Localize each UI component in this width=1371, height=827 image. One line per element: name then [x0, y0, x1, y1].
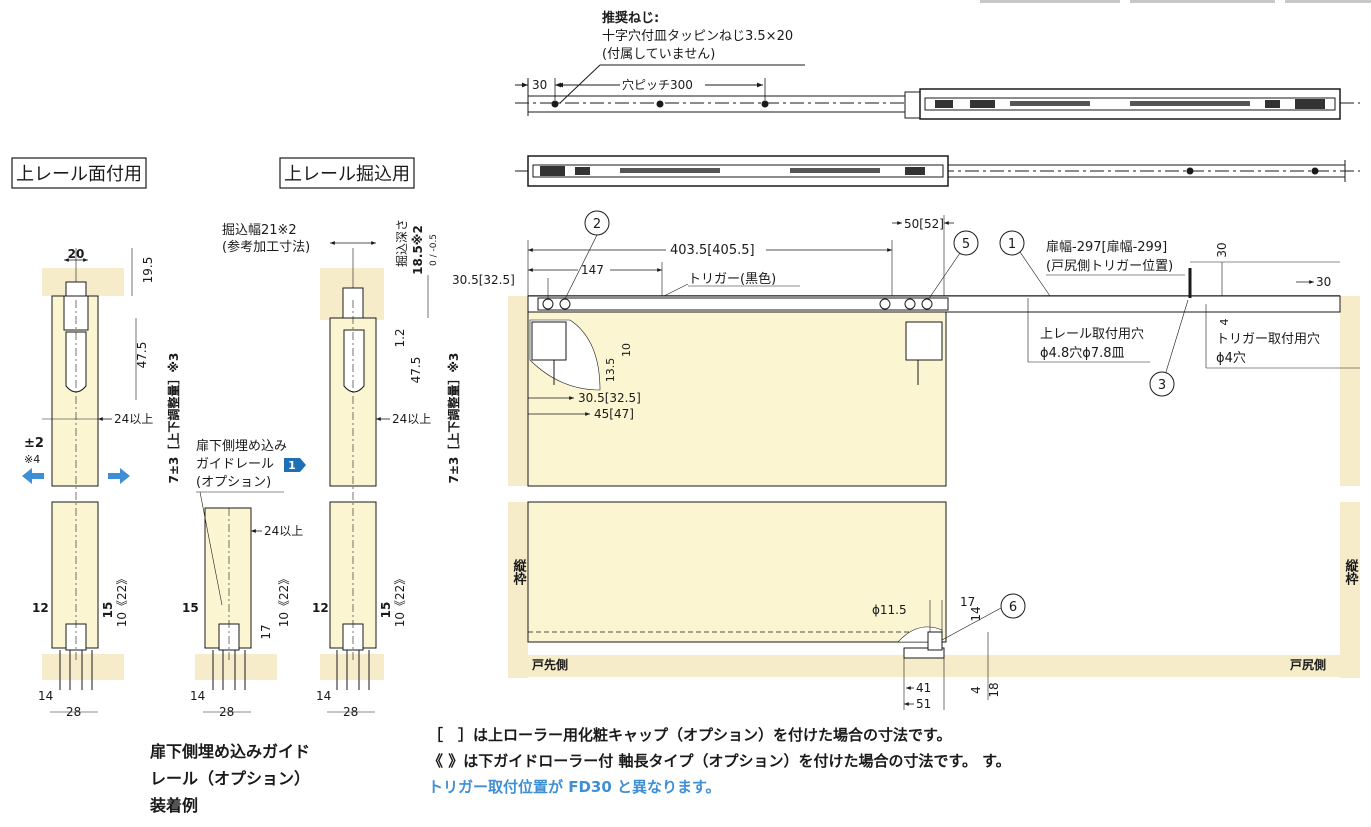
- dim-mid-b14: 14: [190, 689, 205, 703]
- dim-left-h47-5: 47.5: [135, 342, 149, 369]
- dim-4-bottom: 4: [969, 686, 983, 694]
- top-tab-strip: [980, 0, 1371, 3]
- dim-hole-pitch: 穴ピッチ300: [622, 77, 693, 92]
- dim-left-h19-5: 19.5: [141, 257, 155, 284]
- dim-147: 147: [581, 263, 604, 277]
- arrow-left-icon: [22, 468, 44, 484]
- dim-4: 4: [1218, 319, 1231, 326]
- dim-14-bottom: 14: [969, 606, 983, 621]
- section-titles: 上レール面付用 上レール掘込用: [11, 157, 415, 189]
- section-surface: 20 19.5 47.5 24以上 7±3［上下調整量］※3 ±2 ※4 12 …: [22, 247, 181, 719]
- trigger-label: トリガー(黒色): [688, 271, 776, 287]
- recess-width-1: 掘込幅21※2: [222, 223, 297, 238]
- dim-mid-w15: 15: [182, 601, 199, 615]
- dim-right-b14: 14: [316, 689, 331, 703]
- dim-right-h15: 15: [379, 602, 393, 619]
- title-surface-mount: 上レール面付用: [16, 164, 142, 185]
- guide-rail-caption: 扉下側埋め込みガイドレール（オプション）装着例: [150, 742, 311, 815]
- note-bracket: ［ ］は上ローラー用化粧キャップ（オプション）を付けた場合の寸法です。: [428, 726, 952, 744]
- dim-30-5: 30.5[32.5]: [452, 273, 515, 287]
- callout-3: 3: [1158, 378, 1166, 393]
- callout-2: 2: [593, 217, 601, 232]
- dim-phi11-5: ϕ11.5: [872, 603, 907, 617]
- dim-right-h1-2: 1.2: [393, 328, 407, 347]
- dim-30-5b: 30.5[32.5]: [578, 391, 641, 405]
- arrow-right-icon: [108, 468, 130, 484]
- guide-label-3: (オプション): [196, 475, 271, 490]
- dim-51: 51: [916, 697, 931, 711]
- dim-17: 17: [960, 595, 975, 609]
- frame-right-label: 縦枠: [1343, 558, 1359, 586]
- dim-right-adjust: 7±3［上下調整量］※3: [446, 353, 461, 484]
- section-guide: 扉下側埋め込み ガイドレール 1 (オプション) 24以上 15 17 10《2…: [182, 438, 306, 719]
- dim-13-5: 13.5: [604, 358, 617, 383]
- rail-plan-top: 30 穴ピッチ300: [515, 77, 1360, 120]
- screw-note-line1: 推奨ねじ:: [602, 10, 659, 26]
- guide-badge-label: 1: [288, 459, 296, 472]
- screw-note-line2: 十字穴付皿タッピンねじ3.5×20: [602, 29, 793, 44]
- dim-left-h10: 10《22》: [115, 573, 129, 628]
- dim-30-top: 30: [532, 78, 547, 92]
- dim-mid-24: 24以上: [264, 524, 303, 538]
- recess-depth-2: 18.5※2: [411, 225, 425, 275]
- callout-6: 6: [1009, 600, 1017, 615]
- dim-10: 10: [620, 343, 633, 357]
- dim-mid-h10: 10《22》: [277, 573, 291, 628]
- dim-right-w12: 12: [312, 601, 329, 615]
- dim-41: 41: [916, 681, 931, 695]
- dim-left-note4: ※4: [24, 453, 40, 466]
- door-tip-side: 戸先側: [532, 657, 568, 672]
- trigger-hole-2: ϕ4穴: [1216, 351, 1246, 366]
- guide-label-2: ガイドレール: [196, 457, 274, 472]
- dim-left-adjust: 7±3［上下調整量］※3: [166, 353, 181, 484]
- door-width-2: (戸尻側トリガー位置): [1046, 259, 1173, 274]
- guide-label-1: 扉下側埋め込み: [196, 438, 287, 454]
- dim-left-b14: 14: [38, 689, 53, 703]
- screw-note-line3: (付属していません): [602, 47, 715, 62]
- door-width-1: 扉幅-297[扉幅-299]: [1046, 239, 1167, 255]
- frame-left-label: 縦枠: [511, 558, 527, 586]
- dim-50: 50[52]: [904, 217, 944, 231]
- dim-right-h47-5: 47.5: [409, 357, 423, 384]
- recess-depth-1: 掘込深さ: [394, 219, 409, 267]
- rail-plan-bottom: [515, 155, 1360, 187]
- dim-left-24: 24以上: [114, 412, 153, 426]
- front-elevation: 403.5[405.5] 147 30.5[32.5] トリガー(黒色) 50[…: [452, 210, 1360, 711]
- recess-depth-tol: 0 / -0.5: [429, 234, 439, 266]
- dim-left-w20: 20: [68, 247, 85, 261]
- dim-30-vert: 30: [1215, 242, 1229, 257]
- dim-left-pm2: ±2: [24, 436, 44, 451]
- callout-1: 1: [1008, 237, 1016, 252]
- upper-hole-2: ϕ4.8穴ϕ7.8皿: [1040, 346, 1125, 361]
- note-double-bracket: 《 》は下ガイドローラー付 軸長タイプ（オプション）を付けた場合の寸法です。 す…: [428, 752, 1011, 770]
- screw-note: 推奨ねじ: 十字穴付皿タッピンねじ3.5×20 (付属していません): [559, 10, 805, 104]
- dim-45: 45[47]: [594, 407, 634, 421]
- guide-badge: [284, 458, 306, 472]
- title-recess-mount: 上レール掘込用: [284, 164, 410, 185]
- dim-403: 403.5[405.5]: [670, 243, 755, 258]
- callout-5: 5: [962, 237, 970, 252]
- dim-left-h15: 15: [101, 602, 115, 619]
- note-trigger: トリガー取付位置が FD30 と異なります。: [428, 778, 721, 796]
- dim-18: 18: [987, 682, 1001, 697]
- dim-right-24: 24以上: [392, 412, 431, 426]
- door-tail-side: 戸尻側: [1290, 657, 1326, 672]
- dim-mid-h17: 17: [259, 624, 273, 639]
- dim-right-h10: 10《22》: [393, 573, 407, 628]
- section-recess: 掘込幅21※2 (参考加工寸法) 掘込深さ 18.5※2 0 / -0.5 1.…: [222, 219, 461, 719]
- upper-hole-1: 上レール取付用穴: [1040, 327, 1144, 342]
- dim-left-w12: 12: [32, 601, 49, 615]
- trigger-hole-1: トリガー取付用穴: [1216, 332, 1320, 347]
- recess-width-2: (参考加工寸法): [222, 239, 310, 255]
- dim-30-horiz: 30: [1316, 275, 1331, 289]
